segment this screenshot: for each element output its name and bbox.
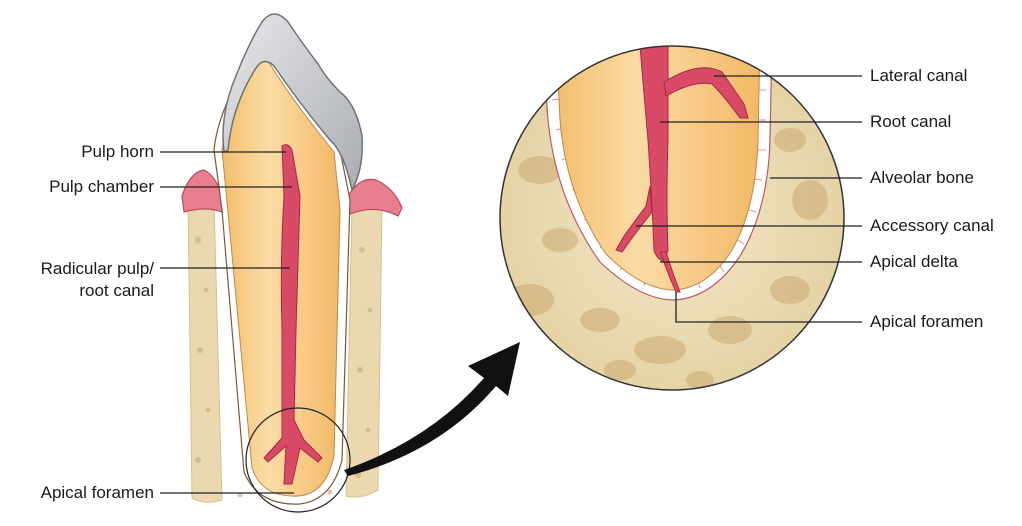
whole-tooth-illustration bbox=[182, 14, 402, 512]
label-radicular-pulp-line1: Radicular pulp/ bbox=[4, 259, 154, 279]
label-alveolar-bone: Alveolar bone bbox=[870, 168, 974, 188]
alveolar-bone-left bbox=[188, 198, 222, 502]
label-apical-foramen-left: Apical foramen bbox=[4, 483, 154, 503]
magnified-apex-illustration bbox=[500, 0, 844, 390]
label-apical-delta: Apical delta bbox=[870, 252, 958, 272]
label-pulp-horn: Pulp horn bbox=[40, 142, 154, 162]
label-accessory-canal: Accessory canal bbox=[870, 216, 994, 236]
label-lateral-canal: Lateral canal bbox=[870, 66, 967, 86]
label-apical-foramen-right: Apical foramen bbox=[870, 312, 983, 332]
label-pulp-chamber: Pulp chamber bbox=[14, 177, 154, 197]
label-radicular-pulp-line2: root canal bbox=[4, 281, 154, 301]
gingiva-left bbox=[182, 170, 222, 212]
label-root-canal: Root canal bbox=[870, 112, 951, 132]
alveolar-bone-right bbox=[346, 202, 382, 497]
